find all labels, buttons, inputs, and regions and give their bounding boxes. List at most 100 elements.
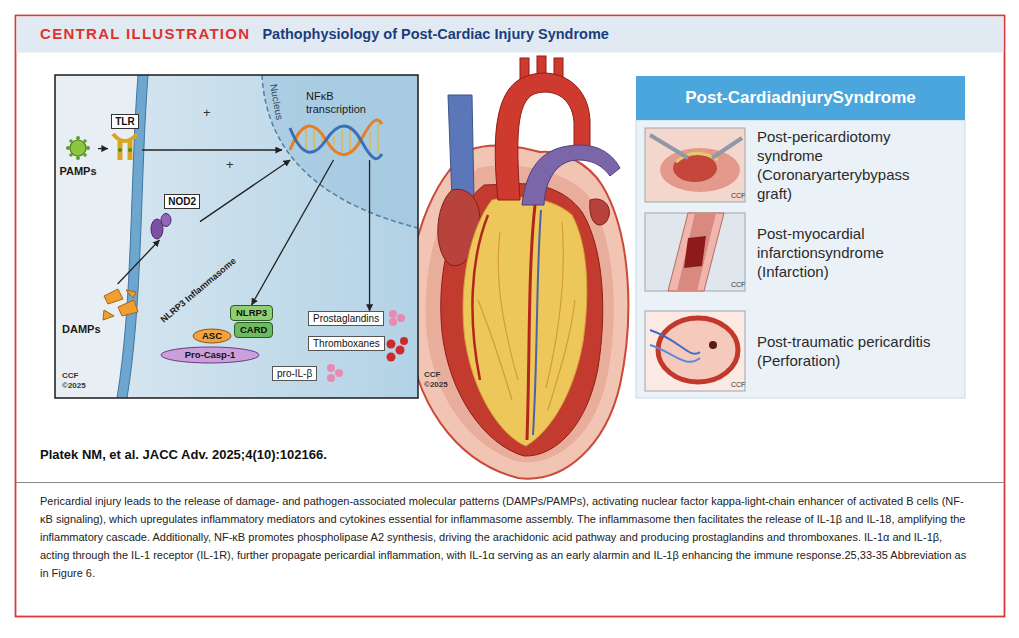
surgery-thumbnail — [660, 148, 740, 192]
pamp-icon — [70, 140, 86, 156]
nfkb-dna: NFκB transcription — [282, 88, 385, 160]
signal-arrow — [369, 160, 370, 311]
node-text: Prostaglandins — [313, 312, 379, 325]
surgery-thumbnail — [673, 154, 717, 182]
header-band — [17, 17, 1004, 53]
node-text: PAMPs — [59, 165, 96, 178]
perforation-thumbnail — [645, 311, 745, 391]
copyright-watermark: CCF — [731, 280, 745, 289]
syndrome-panel-ground — [636, 120, 965, 398]
tlr-receptor-symbol — [118, 148, 122, 152]
figure-frame — [16, 16, 1005, 617]
prostaglandin-molecule — [397, 314, 405, 322]
pamp-icon — [76, 156, 80, 160]
signal-arrow — [252, 160, 334, 305]
thromboxane-molecule — [396, 346, 405, 355]
prostaglandin-molecule — [389, 310, 405, 326]
node-text: CARD — [240, 324, 267, 336]
thromboxanes-box: Thromboxanes — [308, 336, 385, 351]
infarction-thumbnail — [645, 213, 745, 291]
node-text: Post-CardiadnjurySyndrome — [636, 76, 965, 120]
node-text: Post-traumatic pericarditis — [757, 332, 932, 351]
node-text: (Perforation) — [757, 351, 932, 370]
surgery-thumbnail — [712, 138, 742, 158]
fat-texture — [478, 222, 575, 410]
pamp-icon — [83, 153, 87, 157]
nod2-receptor: NOD2 — [146, 194, 200, 240]
perforation-thumbnail — [645, 311, 745, 391]
pamp-icon — [86, 146, 90, 150]
nuclear-envelope — [262, 75, 418, 228]
pro-il-1b-box: pro-IL-β — [272, 366, 317, 381]
damp-icon — [104, 289, 123, 304]
infarction-thumbnail — [645, 213, 745, 291]
surgery-thumbnail — [645, 128, 745, 202]
title: Pathophysiology of Post-Cardiac Injury S… — [262, 26, 608, 42]
pamp-icon — [66, 146, 70, 150]
dna-symbol — [290, 126, 382, 159]
atrial-appendage — [590, 199, 610, 225]
pro-casp-1-ellipse-shape — [161, 347, 259, 363]
nod2-receptor-symbol — [161, 214, 171, 227]
nod2-receptor-symbol — [151, 214, 171, 240]
pamp-icon — [66, 136, 90, 160]
damp-icon — [118, 300, 138, 316]
syndrome-panel: Post-CardiadnjurySyndromePost-pericardio… — [636, 76, 965, 398]
pericardium-inner — [426, 166, 614, 463]
card-box: CARD — [234, 322, 273, 338]
node-text: pro-IL-β — [277, 367, 312, 380]
tlr-receptor: TLR — [108, 114, 142, 162]
syndrome-row: Post-pericardiotomy syndrome(Coronaryart… — [645, 126, 961, 204]
signal-arrow — [200, 160, 290, 222]
node-text: ASC — [202, 330, 222, 342]
thromboxane-molecule — [387, 337, 409, 362]
surgery-thumbnail — [645, 128, 745, 202]
prostaglandin-molecule — [389, 318, 397, 326]
caption: Pericardial injury leads to the release … — [40, 492, 970, 582]
plus-sign: + — [203, 106, 211, 120]
cytoplasm — [55, 75, 418, 398]
pamps-icon-label: PAMPs — [58, 136, 98, 178]
syndrome-row: Post-myocardial infarctionsyndrome(Infar… — [645, 211, 961, 293]
surgery-thumbnail — [650, 135, 688, 158]
figure-kicker: CENTRAL ILLUSTRATION — [40, 25, 250, 42]
damp-icon — [126, 290, 136, 298]
plus-sign: + — [226, 158, 234, 172]
citation: Platek NM, et al. JACC Adv. 2025;4(10):1… — [40, 447, 327, 462]
node-text: Post-pericardiotomy syndrome — [757, 127, 932, 165]
extracellular-space — [55, 75, 143, 398]
node-text: (Infarction) — [757, 262, 932, 281]
copyright-watermark: CCF ©2025 — [424, 370, 458, 390]
epicardial-fat — [463, 197, 587, 446]
thromboxane-molecule — [387, 340, 396, 349]
heart-illustration — [408, 56, 629, 479]
copyright-watermark: CCF — [731, 191, 745, 200]
pro-il-molecule — [335, 369, 343, 377]
prostaglandin-molecule — [389, 310, 397, 318]
asc-ellipse-shape — [193, 329, 231, 343]
node-text: NFκB transcription — [306, 90, 381, 116]
dna-symbol — [290, 120, 382, 159]
nucleus — [262, 75, 418, 228]
infarction-thumbnail — [684, 236, 706, 268]
copyright-watermark: CCF ©2025 — [62, 371, 96, 391]
infarction-thumbnail — [668, 213, 724, 291]
pro-il-molecule — [327, 374, 335, 382]
node-text: NLRP3 — [236, 307, 267, 319]
damp-icon — [103, 310, 114, 320]
perforation-thumbnail — [650, 345, 700, 362]
tlr-receptor-symbol — [113, 134, 137, 141]
infarction-thumbnail — [677, 213, 716, 291]
damp-icon — [103, 289, 138, 320]
node-text: NOD2 — [164, 194, 200, 209]
syndrome-row: Post-traumatic pericarditis(Perforation) — [645, 309, 961, 393]
pro-casp-1-ellipse: Pro-Casp-1 — [160, 346, 260, 364]
node-text: Thromboxanes — [313, 337, 380, 350]
pamp-icon — [83, 139, 87, 143]
pro-il-molecule — [327, 364, 335, 372]
damps-icon-label: DAMPs — [60, 284, 140, 336]
perforation-thumbnail — [709, 341, 717, 349]
node-text: Post-myocardial infarctionsyndrome — [757, 224, 932, 262]
complex-label: NLRP3 Inflammasome — [158, 255, 238, 325]
pamp-icon — [76, 136, 80, 140]
